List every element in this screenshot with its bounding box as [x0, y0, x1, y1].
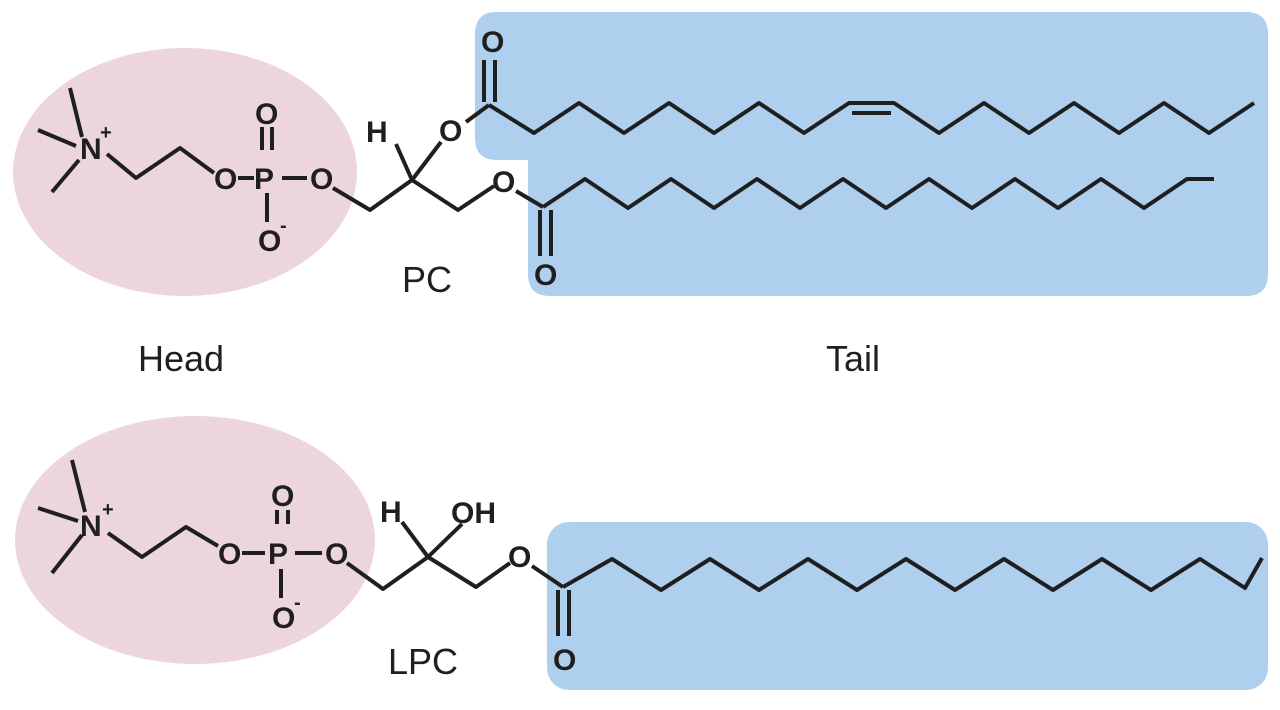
lpc-acyl-chain [530, 557, 1264, 636]
lpc-ester-oxygen-1: O [218, 538, 241, 571]
pc-lower-acyl-chain [514, 177, 1214, 256]
pc-molecule: N + O P O O - O H O O O O [13, 12, 1268, 296]
head-label: Head [138, 338, 224, 379]
pc-carbonyl-oxygen-upper: O [481, 26, 504, 59]
pc-glycerol-hydrogen: H [366, 116, 388, 149]
lpc-ester-oxygen-2: O [325, 538, 348, 571]
pc-ester-oxygen-1: O [214, 163, 237, 196]
pc-ester-oxygen-2: O [310, 163, 333, 196]
pc-head-bonds [37, 87, 496, 222]
lpc-acyl-oxygen: O [508, 541, 531, 574]
pc-acyl-oxygen-lower: O [492, 166, 515, 199]
lpc-head-region [15, 416, 375, 664]
pc-phosphorus-atom: P [254, 163, 274, 196]
lpc-phosphate-charge: - [294, 592, 301, 614]
pc-phosphate-oxygen-anion: O [258, 225, 281, 258]
lpc-label: LPC [388, 641, 458, 682]
lpc-hydroxyl-group: OH [451, 497, 496, 530]
pc-nitrogen-atom: N [80, 133, 102, 166]
pc-carbonyl-oxygen-lower: O [534, 259, 557, 292]
pc-phosphoryl-oxygen: O [255, 98, 278, 131]
pc-phosphate-charge: - [280, 215, 287, 237]
lpc-head-bonds [37, 459, 512, 598]
lpc-molecule: N + O P O O - O H OH O O [15, 416, 1268, 690]
tail-label: Tail [826, 338, 880, 379]
pc-label: PC [402, 259, 452, 300]
lpc-glycerol-hydrogen: H [380, 496, 402, 529]
pc-head-region [13, 48, 357, 296]
lpc-tail-region [547, 522, 1268, 690]
pc-atom-labels: N + O P O O - O H O O O O [80, 26, 557, 292]
pc-upper-acyl-chain [464, 60, 1256, 135]
lpc-phosphoryl-oxygen: O [271, 480, 294, 513]
lpc-phosphate-oxygen-anion: O [272, 602, 295, 635]
lpc-phosphorus-atom: P [268, 538, 288, 571]
lpc-nitrogen-atom: N [80, 510, 102, 543]
pc-acyl-oxygen-upper: O [439, 115, 462, 148]
lpc-carbonyl-oxygen: O [553, 644, 576, 677]
lpc-nitrogen-charge: + [102, 499, 114, 521]
pc-tail-region [475, 12, 1268, 296]
pc-nitrogen-charge: + [100, 122, 112, 144]
lpc-atom-labels: N + O P O O - O H OH O O [80, 480, 576, 677]
